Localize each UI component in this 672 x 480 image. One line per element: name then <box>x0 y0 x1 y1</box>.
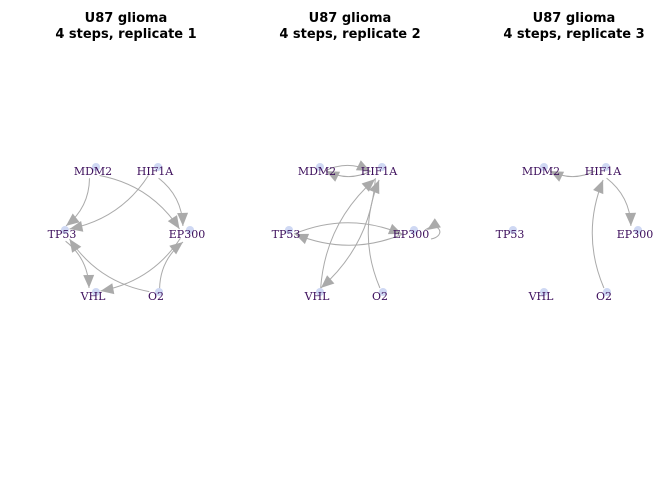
edges <box>549 170 637 289</box>
edges <box>65 175 189 295</box>
node-label: O2 <box>372 290 388 303</box>
node-marker <box>61 226 69 234</box>
edge-ep300-to-ep300-arrowhead <box>427 218 441 230</box>
edge-o2-to-ep300-arrowhead <box>169 242 183 255</box>
edge-o2-to-tp53 <box>69 238 150 293</box>
node-label: MDM2 <box>522 165 560 178</box>
edge-hif1a-to-vhl-arrowhead <box>321 275 335 288</box>
node-label: TP53 <box>272 228 301 241</box>
panel-title: U87 glioma <box>309 11 392 26</box>
node-marker <box>92 163 100 171</box>
node-tp53: TP53 <box>48 226 77 241</box>
node-label: HIF1A <box>137 165 175 178</box>
node-marker <box>378 163 386 171</box>
node-label: MDM2 <box>74 165 112 178</box>
node-marker <box>509 226 517 234</box>
edge-hif1a-to-tp53-arrowhead <box>69 221 84 232</box>
node-marker <box>92 288 100 296</box>
panel-subtitle: 4 steps, replicate 2 <box>279 27 420 42</box>
node-label: MDM2 <box>298 165 336 178</box>
node-tp53: TP53 <box>496 226 525 241</box>
edges <box>293 160 441 289</box>
node-vhl: VHL <box>80 288 107 303</box>
edge-hif1a-to-ep300-arrowhead <box>625 212 637 226</box>
edge-o2-to-tp53-arrowhead <box>69 239 82 253</box>
node-marker <box>155 288 163 296</box>
node-label: TP53 <box>48 228 77 241</box>
edge-o2-to-ep300 <box>159 241 184 289</box>
edge-o2-to-hif1a <box>367 179 381 289</box>
node-tp53: TP53 <box>272 226 301 241</box>
node-mdm2: MDM2 <box>522 163 560 178</box>
node-label: O2 <box>148 290 164 303</box>
node-label: EP300 <box>169 228 205 241</box>
node-label: O2 <box>596 290 612 303</box>
edge-mdm2-to-ep300 <box>99 175 180 230</box>
edge-hif1a-to-ep300-arrowhead <box>177 212 189 226</box>
edge-o2-to-hif1a <box>591 179 605 289</box>
node-marker <box>316 163 324 171</box>
edge-hif1a-to-ep300 <box>606 177 632 227</box>
edge-mdm2-to-ep300-arrowhead <box>167 215 180 229</box>
node-label: VHL <box>80 290 107 303</box>
node-hif1a: HIF1A <box>585 163 623 178</box>
edge-hif1a-to-tp53 <box>69 175 149 230</box>
node-marker <box>602 163 610 171</box>
panel-subtitle: 4 steps, replicate 3 <box>503 27 644 42</box>
node-marker <box>379 288 387 296</box>
edge-mdm2-to-tp53 <box>65 178 90 227</box>
edge-ep300-to-tp53 <box>294 233 404 246</box>
node-mdm2: MDM2 <box>74 163 112 178</box>
node-label: EP300 <box>617 228 653 241</box>
node-ep300: EP300 <box>169 226 205 241</box>
node-label: VHL <box>304 290 331 303</box>
node-marker <box>285 226 293 234</box>
edge-hif1a-to-ep300 <box>158 177 184 227</box>
node-marker <box>540 163 548 171</box>
node-o2: O2 <box>596 288 612 303</box>
edge-tp53-to-ep300-arrowhead <box>387 223 402 235</box>
node-marker <box>540 288 548 296</box>
node-marker <box>410 226 418 234</box>
node-marker <box>634 226 642 234</box>
node-label: HIF1A <box>585 165 623 178</box>
edge-ep300-to-vhl-arrowhead <box>100 283 115 295</box>
panel-title: U87 glioma <box>533 11 616 26</box>
node-marker <box>316 288 324 296</box>
edge-hif1a-to-mdm2-arrowhead <box>326 171 341 182</box>
edge-hif1a-to-mdm2-arrowhead <box>550 171 565 182</box>
node-hif1a: HIF1A <box>361 163 399 178</box>
edge-hif1a-to-vhl <box>320 178 376 289</box>
edge-mdm2-to-tp53-arrowhead <box>66 213 80 226</box>
node-label: TP53 <box>496 228 525 241</box>
node-hif1a: HIF1A <box>137 163 175 178</box>
node-marker <box>186 226 194 234</box>
panel-subtitle: 4 steps, replicate 1 <box>55 27 196 42</box>
node-label: VHL <box>528 290 555 303</box>
node-label: EP300 <box>393 228 429 241</box>
node-ep300: EP300 <box>617 226 653 241</box>
panel-title: U87 glioma <box>85 11 168 26</box>
edge-vhl-to-hif1a-arrowhead <box>361 179 375 192</box>
node-o2: O2 <box>148 288 164 303</box>
edge-tp53-to-vhl-arrowhead <box>83 274 95 288</box>
node-vhl: VHL <box>304 288 331 303</box>
edge-ep300-to-tp53-arrowhead <box>295 233 310 245</box>
edge-tp53-to-ep300 <box>293 222 403 235</box>
edge-ep300-to-vhl <box>100 238 181 292</box>
node-o2: O2 <box>372 288 388 303</box>
edge-vhl-to-hif1a <box>320 178 376 289</box>
node-marker <box>603 288 611 296</box>
node-label: HIF1A <box>361 165 399 178</box>
edge-o2-to-hif1a-arrowhead <box>593 180 604 195</box>
node-ep300: EP300 <box>393 226 429 241</box>
node-marker <box>154 163 162 171</box>
node-mdm2: MDM2 <box>298 163 336 178</box>
edge-mdm2-to-hif1a-arrowhead <box>355 160 370 171</box>
node-vhl: VHL <box>528 288 555 303</box>
